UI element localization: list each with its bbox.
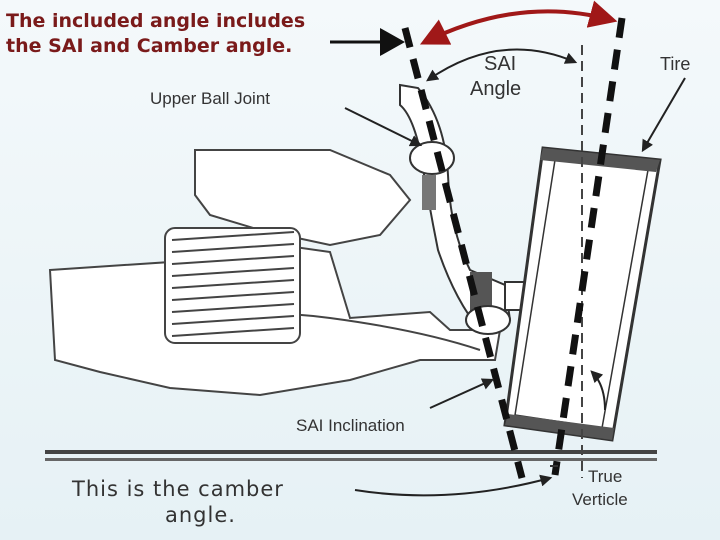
- knuckle-block: [470, 272, 492, 312]
- steering-knuckle: [399, 83, 512, 332]
- coil-spring: [164, 227, 301, 344]
- title-line-2: the SAI and Camber angle.: [6, 35, 292, 57]
- included-angle-arrow: [419, 0, 618, 45]
- sai-inclination-pointer: [429, 378, 495, 409]
- ball-joint-stud: [422, 175, 436, 210]
- tire-pointer: [641, 77, 686, 153]
- true-vertical-label-2: Verticle: [572, 490, 628, 509]
- camber-arc-arrow: [590, 370, 606, 411]
- ground-line: [45, 450, 657, 461]
- sai-inclination-label: SAI Inclination: [296, 416, 405, 435]
- true-vertical-label-1: True: [588, 467, 622, 486]
- sai-angle-label-1: SAI: [484, 53, 516, 75]
- title-line-1: The included angle includes: [6, 10, 305, 32]
- title-pointer-arrow: [330, 28, 405, 56]
- camber-pointer: [354, 474, 553, 497]
- upper-ball-joint-label: Upper Ball Joint: [150, 89, 270, 108]
- camber-line: [551, 17, 626, 476]
- sai-line: [401, 27, 526, 479]
- lower-ball-joint-icon: [465, 305, 511, 335]
- camber-label-1: This is the camber: [71, 477, 284, 501]
- tire-label: Tire: [660, 54, 690, 74]
- sai-angle-arrow: [426, 48, 578, 82]
- upper-ball-joint-pointer: [344, 107, 423, 147]
- upper-ball-joint-icon: [409, 141, 455, 175]
- camber-label-2: angle.: [165, 503, 236, 527]
- chassis-frame: [194, 149, 412, 247]
- sai-angle-label-2: Angle: [470, 78, 521, 100]
